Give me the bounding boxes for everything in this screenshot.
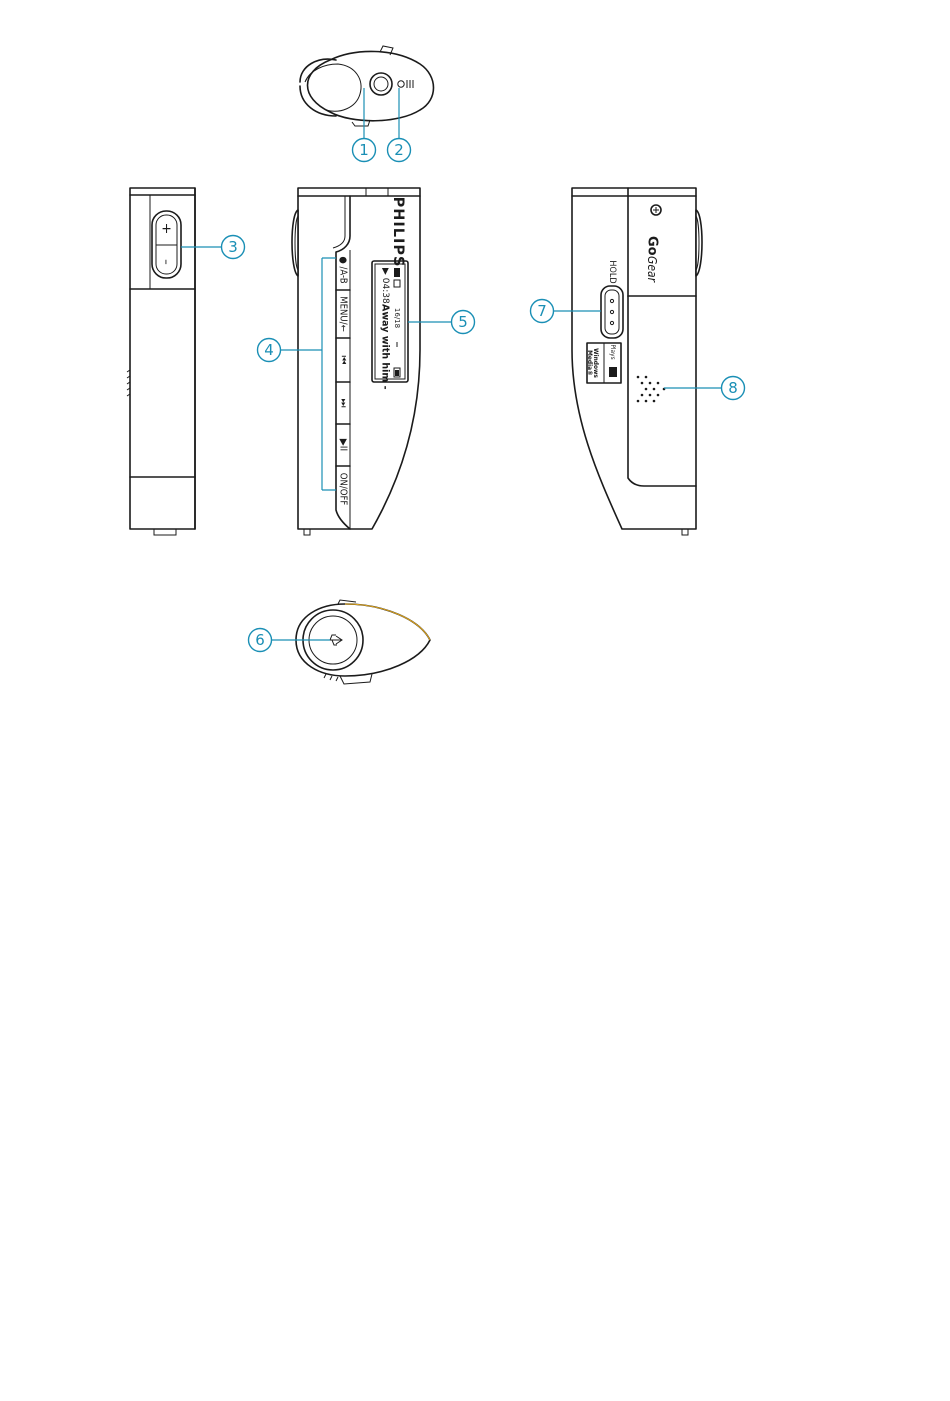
- bottom-view: [296, 600, 430, 684]
- callout-1: 1: [353, 139, 376, 162]
- brand-logo: PHILIPS: [390, 197, 406, 268]
- gogear-logo-gear: Gear: [645, 256, 659, 283]
- gogear-logo-go: Go: [645, 236, 660, 256]
- play-pause-button[interactable]: ▶II: [338, 439, 349, 451]
- menu-button[interactable]: MENU/←: [338, 296, 349, 331]
- front-view: ● /A-B MENU/← ⏮ ⏭ ▶II ON/OFF PHILIPS ▶ 0…: [292, 188, 420, 535]
- callout-6-label: 6: [255, 631, 265, 649]
- hold-label: HOLD: [607, 260, 617, 283]
- callout-6: 6: [249, 629, 272, 652]
- callout-8-label: 8: [728, 379, 738, 397]
- volume-minus-label: –: [160, 259, 174, 264]
- callout-3-label: 3: [228, 238, 238, 256]
- callout-2-label: 2: [394, 141, 404, 159]
- back-view: Go Gear HOLD Windows Media® Plays: [572, 188, 702, 535]
- callout-5-label: 5: [458, 313, 468, 331]
- badge-plays: Plays: [609, 344, 617, 359]
- windows-flag-icon: [609, 367, 617, 377]
- callout-7-label: 7: [537, 302, 547, 320]
- volume-plus-label: +: [161, 221, 172, 237]
- callout-5: 5: [452, 311, 475, 334]
- side-view-volume: + –: [127, 188, 195, 535]
- previous-button[interactable]: ⏮: [338, 356, 349, 365]
- screen-counter: 16/18: [393, 308, 401, 328]
- callout-8: 8: [722, 377, 745, 400]
- callout-7: 7: [531, 300, 554, 323]
- callout-4-label: 4: [264, 341, 274, 359]
- callout-4: 4: [258, 339, 281, 362]
- screen-time: ▶ 04:38: [380, 268, 390, 304]
- ab-button[interactable]: ● /A-B: [338, 256, 349, 283]
- next-button[interactable]: ⏭: [338, 399, 349, 408]
- callout-3: 3: [222, 236, 245, 259]
- badge-media: Media®: [586, 350, 594, 376]
- top-view: [300, 46, 434, 126]
- on-off-button[interactable]: ON/OFF: [338, 473, 349, 506]
- callout-2: 2: [388, 139, 411, 162]
- music-note-icon: [394, 268, 400, 277]
- screen-track-title: Away with him -: [380, 304, 391, 390]
- callout-1-label: 1: [359, 141, 369, 159]
